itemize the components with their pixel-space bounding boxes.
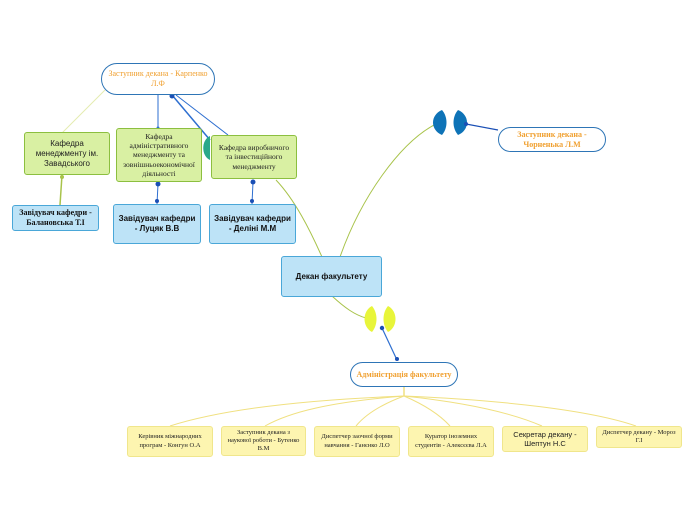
node-head-delini[interactable]: Завідувач кафедри - Делiнi М.М [209, 204, 296, 244]
node-admin-moroz[interactable]: Диспетчер декану - Мороз Г.І [596, 426, 682, 448]
node-dean[interactable]: Декан факультету [281, 256, 382, 297]
link-admin-sheptun [403, 395, 543, 427]
link-admin-konyun [169, 395, 405, 427]
node-head-balanovska[interactable]: Завідувач кафедри - Балановська Т.І [12, 205, 99, 231]
link-dean-chornenka [339, 121, 441, 258]
node-deputy-karpenko[interactable]: Заступник декана - Карпенко Л.Ф [101, 63, 215, 95]
link-admin-moroz [403, 395, 637, 427]
link-admin-butenko [264, 395, 405, 427]
node-deputy-chornenka[interactable]: Заступник декана - Чорненька Л.М [498, 127, 606, 152]
link-dean-production [275, 179, 323, 258]
node-admin-butenko[interactable]: Заступник декана з наукової роботи - Бут… [221, 426, 306, 456]
link-karpenko-production [175, 94, 229, 136]
node-admin-hanenko[interactable]: Диспетчер заочної форми навчання - Ганєн… [314, 426, 400, 457]
link-admin-aleksieieva [403, 395, 451, 427]
link-karpenko-teal [171, 94, 211, 141]
blue-bow-right [453, 110, 467, 135]
node-head-lutsiak[interactable]: Завідувач кафедри - Луцяк В.В [113, 204, 201, 244]
node-administration[interactable]: Адміністрація факультету [350, 362, 458, 387]
link-admin-hanenko [355, 395, 405, 427]
node-dept-production[interactable]: Кафедра виробничого та інвестиційного ме… [211, 135, 297, 179]
yellow-bow-left [364, 306, 377, 332]
node-admin-sheptun[interactable]: Секретар декану - Шептун Н.С [502, 426, 588, 452]
node-dept-admin[interactable]: Кафедра адміністративного менеджменту та… [116, 128, 202, 182]
node-dept-management[interactable]: Кафедра менеджменту ім. Завадського [24, 132, 110, 175]
teal-bow-shape [203, 136, 210, 160]
node-admin-konyun[interactable]: Керівник міжнародних програм - Конгун О.… [127, 426, 213, 457]
node-admin-aleksieieva[interactable]: Куратор іноземних студентів - Алексєєва … [408, 426, 494, 457]
yellow-bow-right [383, 306, 396, 332]
link-management-balanovska [59, 174, 63, 206]
link-yellow-bow-admin [381, 327, 398, 361]
link-bow-chornenka [465, 123, 499, 131]
link-karpenko-management [61, 89, 106, 134]
link-dean-yellow-bow [331, 295, 367, 319]
blue-bow-left [433, 110, 447, 135]
